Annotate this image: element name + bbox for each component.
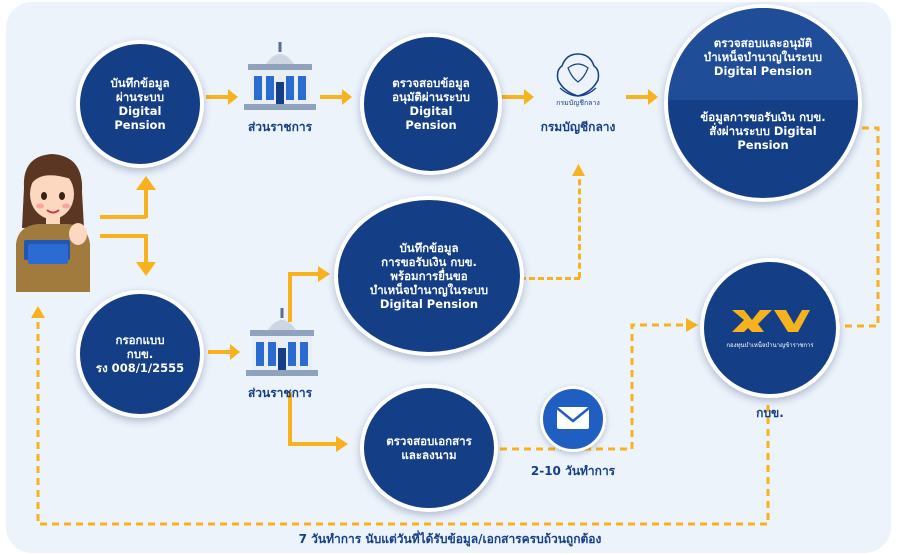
comptroller-seal-text: กรมบัญชีกลาง	[556, 99, 600, 107]
arrow-head	[686, 318, 698, 332]
arrow-head	[572, 164, 585, 176]
agency-label-top: ส่วนราชการ	[247, 120, 313, 134]
step-record-online-text: บันทึกข้อมูล ผ่านระบบ Digital Pension	[110, 76, 170, 132]
envelope-icon	[540, 386, 606, 452]
step-check-docs-circle: ตรวจสอบเอกสาร และลงนาม	[360, 384, 498, 512]
arrow-split	[100, 176, 156, 276]
step-check-docs-text: ตรวจสอบเอกสาร และลงนาม	[386, 434, 472, 462]
step-verify-approve-circle: ตรวจสอบข้อมูล อนุมัติผ่านระบบ Digital Pe…	[360, 33, 502, 175]
dashed-connector	[36, 316, 770, 526]
civil-servant-avatar	[4, 148, 100, 292]
arrow-branch-down	[288, 392, 348, 452]
final-top-section	[668, 8, 858, 100]
step-fill-form-text: กรอกแบบ กบข. รง 008/1/2555	[95, 333, 185, 375]
government-building-icon-2	[244, 306, 320, 380]
gpf-logo-icon	[732, 310, 810, 332]
final-bottom-text: ข้อมูลการขอรับเงิน กบข. สั่งผ่านระบบ Dig…	[700, 110, 826, 152]
arrow-right	[208, 344, 240, 360]
step-record-online-circle: บันทึกข้อมูล ผ่านระบบ Digital Pension	[76, 40, 204, 168]
gpf-label: กบข.	[756, 406, 784, 420]
arrow-right	[206, 89, 238, 105]
gpf-circle: กองทุนบำเหน็จบำนาญข้าราชการ	[700, 258, 840, 398]
step-record-gpf-text: บันทึกข้อมูล การขอรับเงิน กบข. พร้อมการย…	[369, 241, 489, 311]
agency-label-bottom: ส่วนราชการ	[247, 386, 313, 400]
arrow-right	[320, 89, 352, 105]
mail-duration: 2-10 วันทำการ	[530, 464, 616, 478]
final-approval-circle: ตรวจสอบและอนุมัติ บำเหน็จบำนาญในระบบ Dig…	[664, 4, 862, 202]
dashed-connector	[520, 277, 580, 280]
arrow-right	[626, 89, 658, 105]
comptroller-label: กรมบัญชีกลาง	[540, 120, 616, 134]
footer-note: 7 วันทำการ นับแต่วันที่ได้รับข้อมูล/เอกส…	[150, 530, 750, 549]
arrow-right	[502, 89, 534, 105]
dashed-connector	[840, 126, 880, 328]
step-record-gpf-circle: บันทึกข้อมูล การขอรับเงิน กบข. พร้อมการย…	[334, 196, 524, 356]
dashed-connector	[578, 170, 581, 278]
step-fill-form-circle: กรอกแบบ กบข. รง 008/1/2555	[76, 290, 204, 418]
arrow-head	[31, 306, 45, 318]
comptroller-seal-icon: กรมบัญชีกลาง	[546, 48, 610, 110]
government-building-icon	[242, 40, 318, 114]
step-verify-approve-text: ตรวจสอบข้อมูล อนุมัติผ่านระบบ Digital Pe…	[392, 76, 470, 132]
final-top-text: ตรวจสอบและอนุมัติ บำเหน็จบำนาญในระบบ Dig…	[703, 36, 823, 78]
gpf-logo-text: กองทุนบำเหน็จบำนาญข้าราชการ	[726, 342, 814, 349]
arrow-branch-up	[288, 266, 330, 322]
